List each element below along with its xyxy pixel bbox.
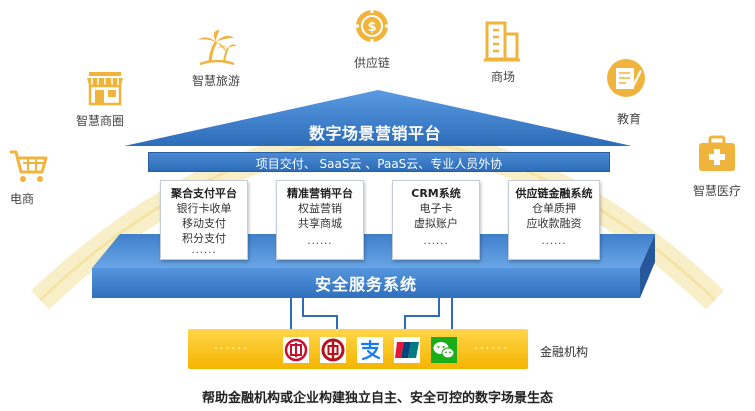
module-item: 应收款融资 [526, 217, 582, 230]
module-item: 银行卡收单 [176, 202, 232, 215]
platform-title: 数字场景营销平台 [308, 124, 441, 143]
scenario-label-education: 教育 [616, 112, 642, 126]
finance-dots-right: ...... [474, 338, 509, 352]
scenario-label-ecommerce: 电商 [9, 192, 35, 206]
bottom-caption: 帮助金融机构或企业构建独立自主、安全可控的数字场景生态 [201, 391, 553, 406]
module-item: 共享商城 [298, 217, 342, 230]
icbc-logo-icon [283, 337, 309, 363]
scenario-label-smart-mall: 智慧商圈 [75, 114, 125, 128]
module-more: ...... [191, 245, 217, 256]
shopping-cart-icon [10, 150, 48, 182]
security-slab [92, 268, 640, 298]
module-item: 仓单质押 [532, 202, 576, 215]
services-text: 项目交付、 SaaS云 、PaaS云、专业人员外协 [255, 157, 503, 171]
module-more: ...... [423, 236, 449, 247]
alipay-logo-icon [357, 337, 383, 363]
medical-kit-icon [699, 135, 735, 171]
module-card-payment: 聚合支付平台 银行卡收单 移动支付 积分支付 ...... [160, 180, 248, 260]
module-title: 精准营销平台 [287, 187, 353, 200]
education-icon [607, 59, 645, 97]
scenario-label-smart-tourism: 智慧旅游 [191, 74, 241, 88]
module-item: 权益营销 [298, 202, 342, 215]
wechat-pay-logo-icon [431, 337, 457, 363]
palm-tree-icon [198, 30, 237, 66]
finance-label: 金融机构 [540, 345, 589, 359]
dollar-coin-icon: $ [356, 10, 388, 42]
module-title: 聚合支付平台 [171, 187, 237, 200]
scenario-label-shopping-center: 商场 [490, 70, 516, 84]
scenario-label-supply-chain: 供应链 [353, 56, 391, 70]
module-item: 移动支付 [182, 217, 226, 230]
module-card-supply-finance: 供应链金融系统 仓单质押 应收款融资 ...... [508, 180, 600, 260]
building-icon [484, 21, 520, 62]
storefront-icon [87, 72, 123, 106]
unionpay-logo-icon [394, 337, 420, 363]
scenario-label-smart-medical: 智慧医疗 [692, 184, 742, 198]
security-title: 安全服务系统 [314, 275, 417, 294]
boc-logo-icon [320, 337, 346, 363]
svg-text:$: $ [367, 20, 376, 35]
module-item: 虚拟账户 [414, 217, 458, 230]
module-card-crm: CRM系统 电子卡 虚拟账户 ...... [392, 180, 480, 260]
module-item: 积分支付 [182, 232, 226, 245]
module-card-marketing: 精准营销平台 权益营销 共享商城 ...... [276, 180, 364, 260]
module-more: ...... [307, 236, 333, 247]
module-title: CRM系统 [411, 187, 461, 200]
finance-dots-left: ...... [214, 338, 249, 352]
module-title: 供应链金融系统 [515, 187, 593, 200]
module-item: 电子卡 [419, 202, 453, 215]
module-more: ...... [541, 236, 567, 247]
services-bar: 项目交付、 SaaS云 、PaaS云、专业人员外协 [148, 152, 610, 172]
